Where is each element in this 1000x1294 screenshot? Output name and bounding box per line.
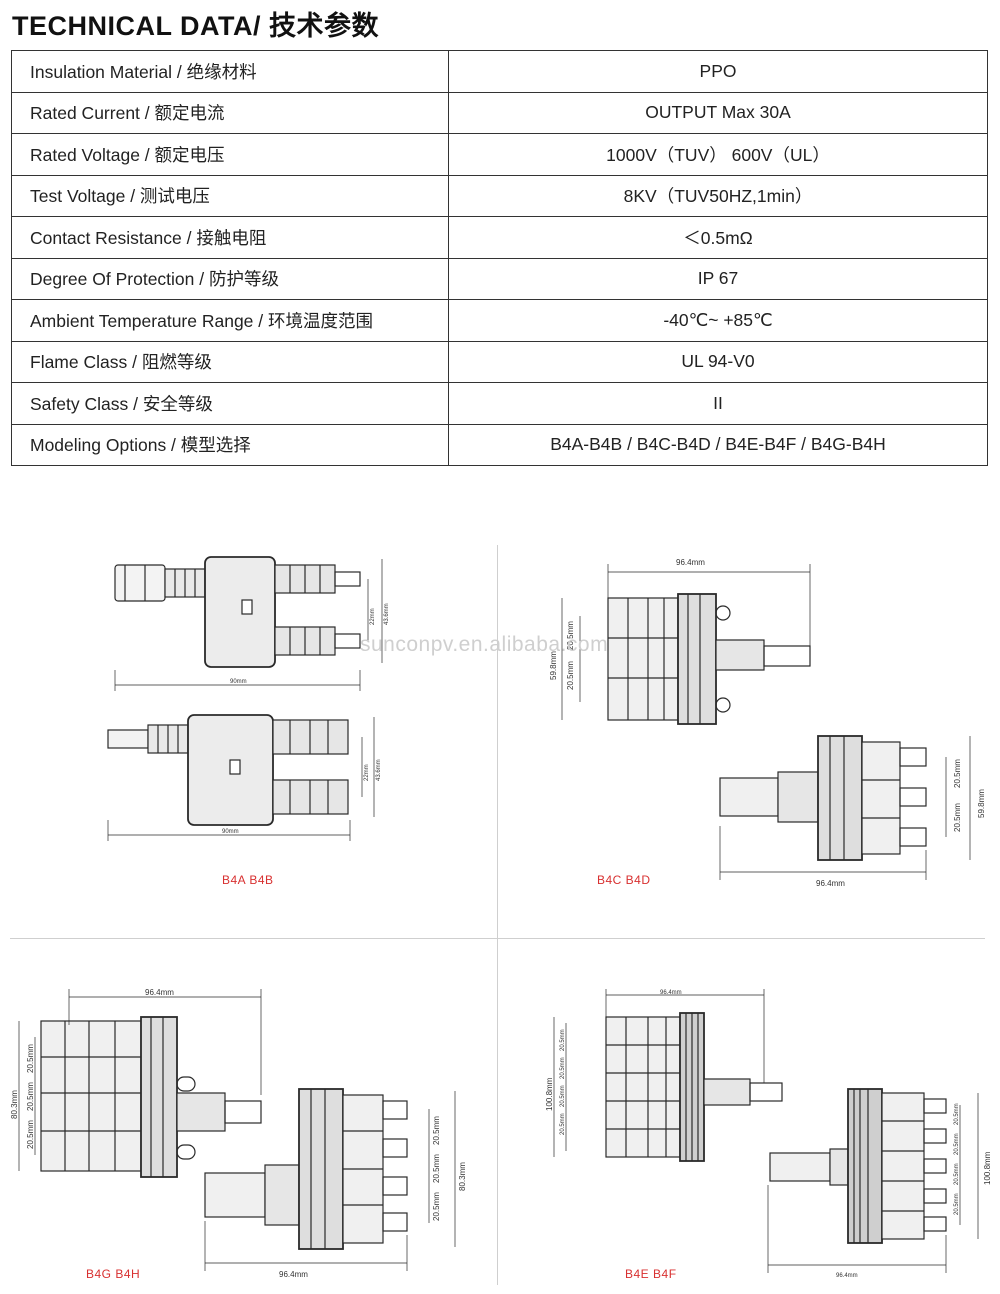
spec-value: 8KV（TUV50HZ,1min） [448,174,988,217]
dim-total-label: 59.8mm [549,651,558,680]
dim-pitch-label: 20.5mm [26,1044,35,1073]
dim-width-label: 96.4mm [816,879,845,888]
spec-value: OUTPUT Max 30A [448,91,988,134]
spec-label: Modeling Options / 模型选择 [11,423,449,466]
dim-pitch-label: 20.5mm [432,1192,441,1221]
dim-width-label: 96.4mm [676,558,705,567]
spec-label: Insulation Material / 绝缘材料 [11,50,449,93]
table-row: Contact Resistance / 接触电阻＜0.5mΩ [11,216,988,259]
dim-pitch-label: 20.5mm [26,1120,35,1149]
spec-value: B4A-B4B / B4C-B4D / B4E-B4F / B4G-B4H [448,423,988,466]
spec-value: -40℃~ +85℃ [448,299,988,342]
dim-width-label: 96.4mm [836,1273,858,1279]
dim-pitch-label: 20.5mm [954,1103,960,1125]
model-label-b4ef: B4E B4F [625,1267,677,1281]
spec-label: Flame Class / 阻燃等级 [11,340,449,383]
drawing-b4gh: 96.4mm 20.5mm 20.5mm 20.5mm 80.3mm 96.4m… [10,988,467,1279]
dim-pitch-label: 20.5mm [954,1163,960,1185]
spec-label: Rated Current / 额定电流 [11,91,449,134]
spec-value: IP 67 [448,257,988,300]
dim-width-label: 96.4mm [660,990,682,996]
dim-pitch-label: 20.5mm [432,1116,441,1145]
spec-value: UL 94-V0 [448,340,988,383]
table-row: Ambient Temperature Range / 环境温度范围-40℃~ … [11,299,988,342]
dim-width-label: 90mm [230,679,247,685]
spec-value: 1000V（TUV） 600V（UL） [448,133,988,176]
watermark: sunconpv.en.alibaba.com [360,633,609,656]
dim-pitch-label: 20.5mm [953,803,962,832]
dim-pitch-label: 20.5mm [560,1113,566,1135]
dim-pitch-label: 20.5mm [953,759,962,788]
spec-value: ＜0.5mΩ [448,216,988,259]
dim-pitch-label: 20.5mm [560,1085,566,1107]
spec-label: Test Voltage / 测试电压 [11,174,449,217]
spec-label: Safety Class / 安全等级 [11,382,449,425]
dim-total-label: 59.8mm [977,789,986,818]
dim-width-label: 90mm [222,829,239,835]
model-label-b4cd: B4C B4D [597,873,651,887]
dim-width-label: 96.4mm [279,1270,308,1279]
spec-label: Degree Of Protection / 防护等级 [11,257,449,300]
page-title: TECHNICAL DATA/ 技术参数 [12,11,379,41]
dim-pitch-label: 20.5mm [560,1057,566,1079]
dim-total-label: 100.8mm [983,1151,992,1185]
dim-inner-label: 22mm [370,608,376,625]
dim-pitch-label: 20.5mm [566,661,575,690]
drawing-b4cd: 96.4mm 20.5mm 20.5mm 59.8mm 96.4mm 20.5m… [549,558,986,888]
spec-label: Rated Voltage / 额定电压 [11,133,449,176]
dim-pitch-label: 20.5mm [566,621,575,650]
vertical-divider [497,545,498,1285]
drawing-b4ef: 96.4mm 20.5mm 20.5mm 20.5mm 20.5mm 100.8… [545,989,992,1279]
dim-pitch-label: 20.5mm [954,1193,960,1215]
dim-pitch-label: 20.5mm [26,1082,35,1111]
dim-outer-label: 43.6mm [384,603,390,625]
spec-value: PPO [448,50,988,93]
dim-width-label: 96.4mm [145,988,174,997]
horizontal-divider [10,938,985,939]
dim-outer-label: 43.6mm [376,759,382,781]
dim-inner-label: 22mm [364,764,370,781]
dim-pitch-label: 20.5mm [432,1154,441,1183]
model-label-b4gh: B4G B4H [86,1267,141,1281]
spec-value: II [448,382,988,425]
dim-pitch-label: 20.5mm [954,1133,960,1155]
spec-label: Ambient Temperature Range / 环境温度范围 [11,299,449,342]
drawing-b4ab: 90mm 22mm 43.6mm 90mm 22mm 43.6mm [107,556,390,841]
dim-pitch-label: 20.5mm [560,1029,566,1051]
dim-total-label: 100.8mm [545,1077,554,1111]
model-label-b4ab: B4A B4B [222,873,274,887]
spec-label: Contact Resistance / 接触电阻 [11,216,449,259]
dim-total-label: 80.3mm [458,1162,467,1191]
dim-total-label: 80.3mm [10,1090,19,1119]
